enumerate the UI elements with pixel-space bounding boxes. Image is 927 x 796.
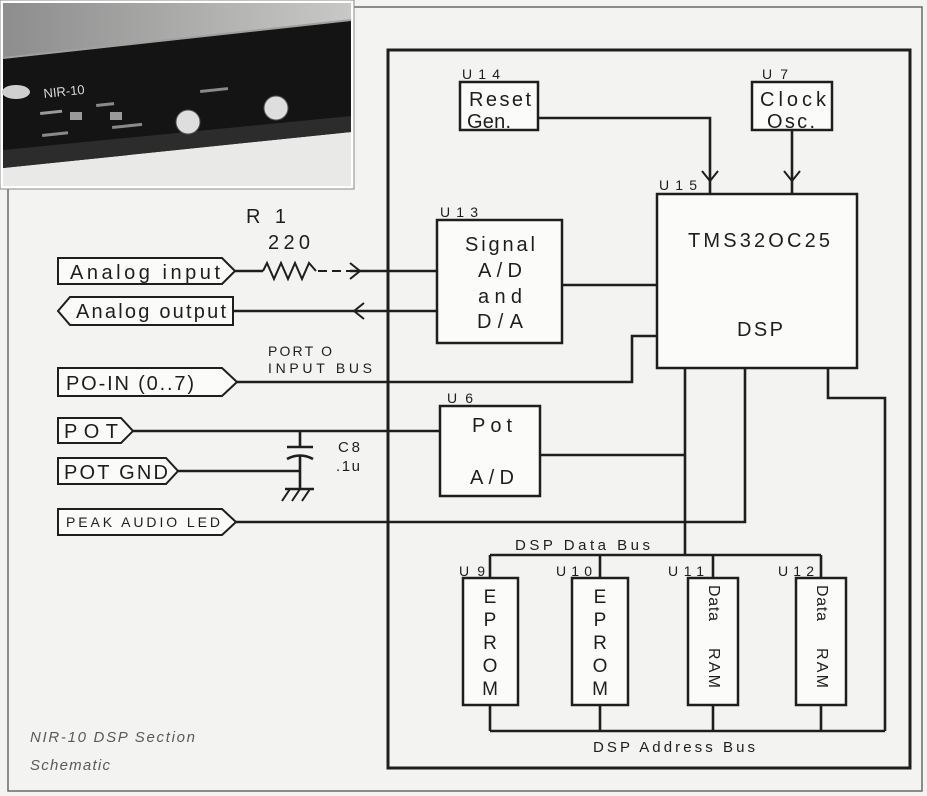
knob-icon [176, 110, 200, 134]
port-bus-label-2: INPUT BUS [268, 360, 372, 376]
u12-line-2: RAM [813, 648, 830, 688]
u10-letter: P [594, 610, 607, 631]
port-in-connector: PO-IN (0..7) [58, 368, 237, 396]
resistor-value-label: 220 [268, 232, 310, 254]
codec-line-3: and [478, 286, 522, 308]
u9-letter: M [482, 679, 498, 700]
reset-ref-label: U14 [462, 66, 500, 82]
u10-letter: O [593, 656, 608, 677]
u9-letter: E [484, 587, 497, 608]
data-bus-label: DSP Data Bus [515, 537, 650, 554]
codec-line-2: A/D [478, 260, 522, 282]
codec-line-4: D/A [477, 311, 524, 333]
resistor-ref-label: R 1 [246, 206, 286, 228]
analog-output-label: Analog output [76, 301, 226, 323]
u11-line-2: RAM [705, 648, 722, 688]
device-photo: NIR-10 [0, 0, 354, 189]
u10-letter: M [592, 679, 608, 700]
eprom-chip-u9: U9 E P R O M [459, 563, 518, 705]
u10-letter: E [594, 587, 607, 608]
pot-adc-line-1: Pot [472, 415, 512, 437]
dsp-ref-label: U15 [659, 177, 697, 193]
pot-connector: POT [58, 418, 133, 443]
power-switch-icon [2, 85, 30, 99]
pot-gnd-connector: POT GND [58, 458, 178, 484]
analog-input-connector: Analog input [58, 258, 235, 284]
u10-letter: R [593, 633, 607, 654]
peak-led-connector: PEAK AUDIO LED [58, 509, 236, 535]
dsp-box [657, 194, 857, 368]
analog-output-connector: Analog output [58, 297, 233, 325]
codec-ref-label: U13 [440, 204, 478, 220]
reset-line-2: Gen. [467, 111, 511, 133]
dsp-processor-u15: U15 TMS32OC25 DSP [657, 177, 857, 368]
figure-caption-line-2: Schematic [30, 757, 111, 774]
bypass-switch-icon [110, 112, 122, 120]
dsp-function-label: DSP [737, 319, 783, 341]
clock-line-1: Clock [760, 89, 827, 111]
knob-icon [264, 96, 288, 120]
port-in-label: PO-IN (0..7) [66, 373, 194, 395]
u12-line-1: Data [813, 585, 830, 621]
dsp-chip-name: TMS32OC25 [688, 230, 830, 252]
u10-ref-label: U10 [556, 563, 592, 579]
u9-letter: R [483, 633, 497, 654]
reset-line-1: Reset [469, 89, 531, 111]
pot-adc-line-2: A/D [470, 467, 514, 489]
u9-letter: P [484, 610, 497, 631]
pot-adc-u6: U6 Pot A/D [440, 390, 540, 496]
u11-line-1: Data [705, 585, 722, 621]
mode-switch-icon [70, 112, 82, 120]
u11-ref-label: U11 [668, 563, 704, 579]
capacitor-value-label: .1u [336, 458, 360, 475]
u9-letter: O [483, 656, 498, 677]
u12-ref-label: U12 [778, 563, 814, 579]
codec-u13: U13 Signal A/D and D/A [437, 204, 562, 343]
pot-label: POT [64, 421, 118, 443]
